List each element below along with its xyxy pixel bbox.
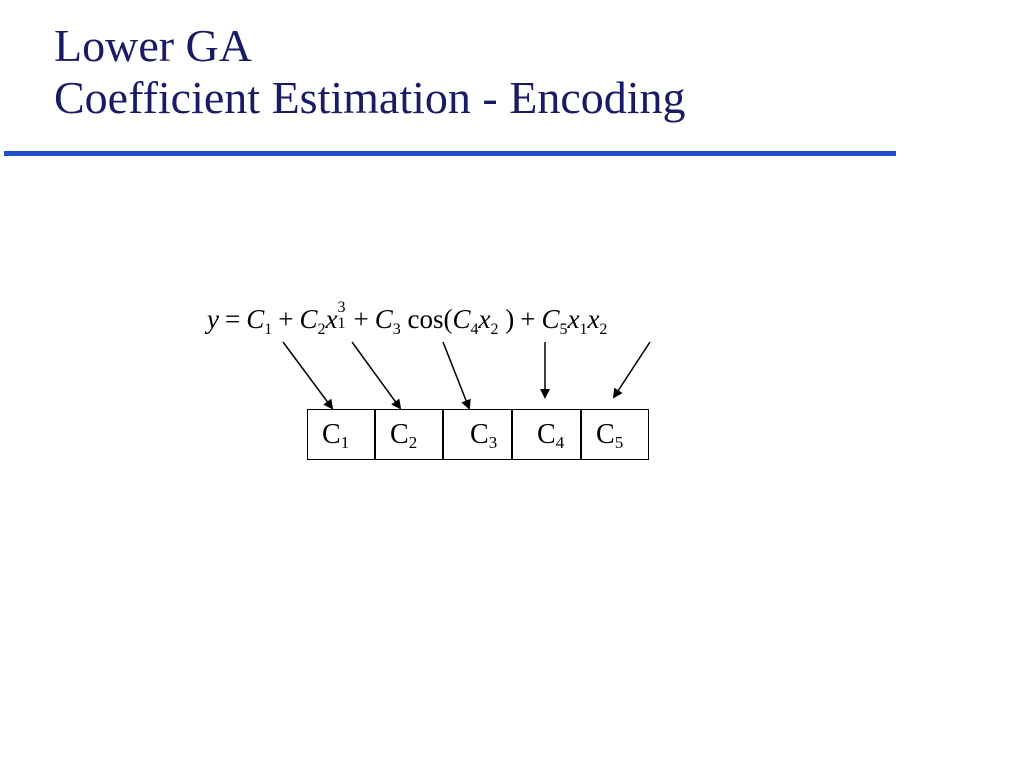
- gene-c3-symbol: C: [470, 419, 489, 450]
- arrow-c1: [282, 341, 334, 410]
- gene-c4-symbol: C: [537, 419, 556, 450]
- eq-c5-sub: 5: [559, 321, 568, 338]
- gene-c5: C5: [581, 409, 649, 460]
- eq-x2-b: x: [587, 304, 600, 334]
- eq-c5: C: [541, 304, 560, 334]
- eq-x1-b: x: [567, 304, 580, 334]
- eq-c3: C: [374, 304, 393, 334]
- eq-y: y: [207, 304, 219, 334]
- gene-c5-symbol: C: [596, 419, 615, 450]
- eq-plus-2: +: [353, 304, 369, 334]
- eq-x1-a-exp: 3: [337, 299, 346, 316]
- arrow-c3: [442, 341, 471, 410]
- eq-plus-3: +: [520, 304, 536, 334]
- eq-c1: C: [246, 304, 265, 334]
- arrow-c2: [351, 341, 402, 410]
- title-line-1: Lower GA: [54, 20, 252, 71]
- gene-c3-sub: 3: [488, 433, 498, 452]
- eq-x1-b-sub: 1: [579, 321, 588, 338]
- slide-title: Lower GA Coefficient Estimation - Encodi…: [54, 20, 954, 124]
- gene-c2: C2: [375, 409, 443, 460]
- eq-close-paren: ): [505, 304, 515, 334]
- gene-c4: C4: [512, 409, 581, 460]
- eq-x1-a-sub: 1: [337, 315, 346, 332]
- eq-x2-b-sub: 2: [599, 321, 608, 338]
- gene-c1-symbol: C: [322, 419, 341, 450]
- title-line-2: Coefficient Estimation - Encoding: [54, 72, 686, 123]
- gene-c1-sub: 1: [340, 433, 350, 452]
- eq-plus-1: +: [278, 304, 294, 334]
- eq-c1-sub: 1: [264, 321, 273, 338]
- eq-c2: C: [299, 304, 318, 334]
- eq-x1-a: x: [325, 304, 338, 334]
- eq-c3-sub: 3: [392, 321, 401, 338]
- eq-cos: cos(: [407, 304, 453, 334]
- eq-c4-sub: 4: [470, 321, 479, 338]
- gene-c3: C3: [443, 409, 512, 460]
- eq-x2-a-sub: 2: [490, 321, 499, 338]
- eq-x2-a: x: [478, 304, 491, 334]
- arrow-c5: [612, 341, 651, 399]
- gene-c4-sub: 4: [555, 433, 565, 452]
- gene-c2-sub: 2: [408, 433, 418, 452]
- gene-c2-symbol: C: [390, 419, 409, 450]
- eq-equals: =: [224, 304, 241, 334]
- title-underline: [4, 151, 896, 156]
- eq-c4: C: [452, 304, 471, 334]
- gene-c1: C1: [307, 409, 375, 460]
- eq-c2-sub: 2: [317, 321, 326, 338]
- gene-c5-sub: 5: [614, 433, 624, 452]
